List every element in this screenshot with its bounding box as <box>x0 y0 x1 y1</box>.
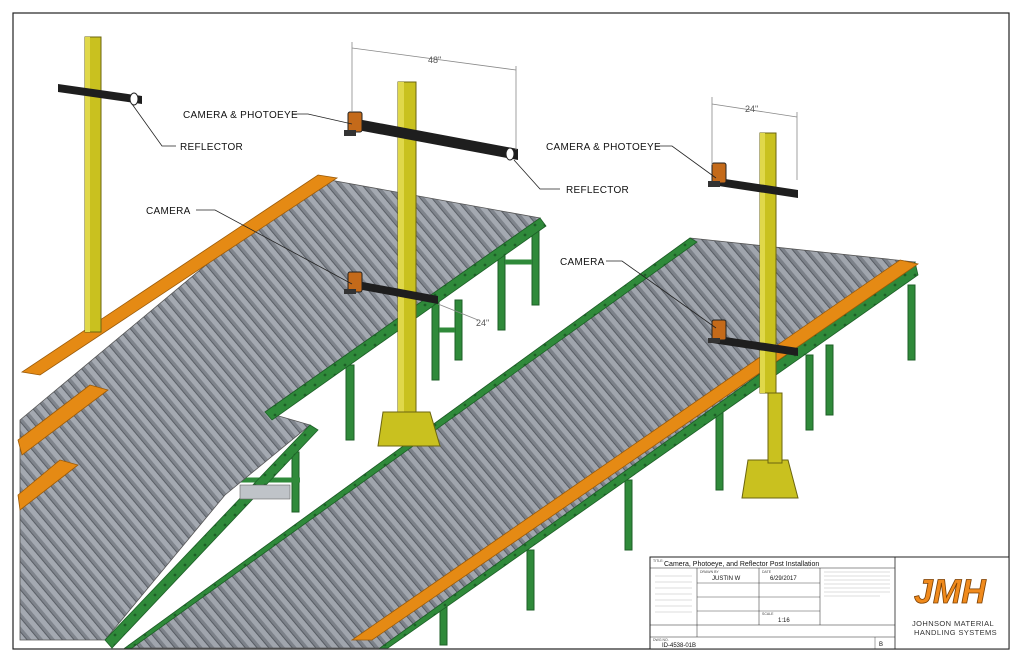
crossbar-center-top <box>352 118 518 160</box>
tb-scale-label: SCALE <box>762 612 774 616</box>
crossbar-left <box>58 84 142 104</box>
camera-post-right <box>708 132 799 499</box>
dimension-lines <box>351 42 798 321</box>
tb-title: Camera, Photoeye, and Reflector Post Ins… <box>664 561 819 568</box>
tb-drawn-by-label: DRAWN BY <box>700 570 719 574</box>
dim-24-mid: 24" <box>476 318 489 328</box>
left-side-rail-lower <box>104 424 319 649</box>
camera-icon-center-top <box>344 111 363 136</box>
callout-camera-2: CAMERA <box>560 257 605 268</box>
callout-reflector-1: REFLECTOR <box>180 142 243 153</box>
reflector-icon-left <box>129 92 139 106</box>
left-guard-rail-low <box>17 459 79 511</box>
left-guard-rail-mid <box>17 384 109 456</box>
right-conveyor-legs <box>439 284 916 646</box>
company-name-line1: JOHNSON MATERIAL <box>912 619 994 628</box>
tb-drawn-by: JUSTIN W <box>712 576 741 582</box>
logo-lettering: JMH <box>914 573 987 611</box>
callout-camera-photoeye-2: CAMERA & PHOTOEYE <box>546 142 661 153</box>
tb-scale: 1:16 <box>778 618 790 624</box>
camera-icon-right-top <box>708 162 727 187</box>
reflector-post-left <box>58 36 142 333</box>
callout-reflector-2: REFLECTOR <box>566 185 629 196</box>
crossbar-right-low <box>712 335 798 356</box>
tb-date: 6/29/2017 <box>770 576 797 582</box>
tb-size: B <box>879 642 883 648</box>
tb-title-label: TITLE: <box>653 559 664 563</box>
sheet-border <box>12 12 1010 650</box>
callout-leaders <box>131 103 717 329</box>
tb-dwg-no-label: DWG NO. <box>653 638 669 642</box>
callout-camera-photoeye-1: CAMERA & PHOTOEYE <box>183 110 298 121</box>
reflector-icon-center <box>505 147 515 161</box>
camera-icon-right-low <box>708 319 727 343</box>
transfer-module <box>239 484 291 500</box>
camera-post-center <box>344 81 518 447</box>
dim-24-top: 24" <box>745 104 758 114</box>
jmh-logo: JMH <box>914 573 988 612</box>
crossbar-center-low <box>352 280 438 304</box>
title-block: TITLE: Camera, Photoeye, and Reflector P… <box>649 556 1010 650</box>
tb-date-label: DATE <box>762 570 772 574</box>
crossbar-right-top <box>712 177 798 198</box>
tb-notes-lines <box>655 571 890 613</box>
company-name-line2: HANDLING SYSTEMS <box>914 628 997 637</box>
dim-48: 48" <box>428 55 441 65</box>
callout-camera-1: CAMERA <box>146 206 191 217</box>
tb-dwg-no: ID-4538-01B <box>662 643 696 649</box>
right-front-rail <box>378 261 919 649</box>
